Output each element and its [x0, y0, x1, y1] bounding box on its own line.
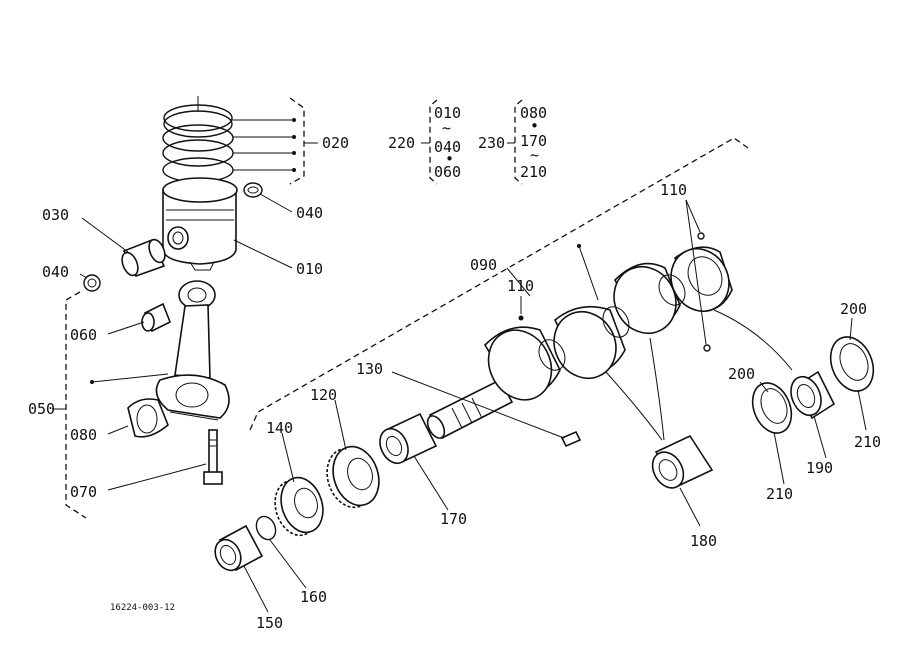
- thrust-washer-right: [829, 336, 875, 392]
- piston-rings: [162, 96, 318, 185]
- label-190: 190: [806, 459, 833, 477]
- label-230-bottom: 210: [520, 163, 547, 181]
- label-200-left: 200: [728, 365, 755, 383]
- label-080: 080: [70, 426, 97, 444]
- label-010: 010: [296, 260, 323, 278]
- rod-bolt: [203, 429, 223, 485]
- label-020: 020: [322, 134, 349, 152]
- label-050: 050: [28, 400, 55, 418]
- bushing: [141, 302, 172, 333]
- o-ring: [255, 515, 277, 541]
- label-060: 060: [70, 326, 97, 344]
- crankshaft: [426, 246, 733, 440]
- piston: [162, 177, 238, 271]
- label-040-lower: 040: [42, 263, 69, 281]
- circlip-upper: [243, 182, 263, 198]
- crank-gear: [326, 445, 380, 509]
- bearing-case: [790, 370, 836, 420]
- label-070: 070: [70, 483, 97, 501]
- label-180: 180: [690, 532, 717, 550]
- connecting-rod: [155, 280, 230, 421]
- rod-bearing: [127, 398, 169, 438]
- label-230-dot: •: [530, 117, 539, 135]
- label-200-right: 200: [840, 300, 867, 318]
- label-040-upper: 040: [296, 204, 323, 222]
- label-110-left: 110: [507, 277, 534, 295]
- front-collar: [214, 524, 264, 572]
- group-230: 230 080 • 170 ~ 210: [478, 99, 547, 185]
- label-220-bottom: 060: [434, 163, 461, 181]
- gear: [274, 476, 324, 537]
- label-220: 220: [388, 134, 415, 152]
- label-220-mid: 040: [434, 138, 461, 156]
- label-210-left: 210: [766, 485, 793, 503]
- label-110-right: 110: [660, 181, 687, 199]
- label-030: 030: [42, 206, 69, 224]
- label-220-dot: •: [445, 150, 454, 168]
- label-220-range: ~: [442, 119, 451, 137]
- label-130: 130: [356, 360, 383, 378]
- label-150: 150: [256, 614, 283, 632]
- label-120: 120: [310, 386, 337, 404]
- piston-pin: [121, 238, 166, 277]
- label-170: 170: [440, 510, 467, 528]
- label-230-range: ~: [530, 146, 539, 164]
- group-220: 220 010 ~ 040 • 060: [388, 99, 461, 185]
- circlip-lower: [83, 274, 101, 292]
- woodruff-key: [560, 430, 582, 448]
- label-140: 140: [266, 419, 293, 437]
- label-230-top: 080: [520, 104, 547, 122]
- label-210-right: 210: [854, 433, 881, 451]
- label-230: 230: [478, 134, 505, 152]
- label-230-mid: 170: [520, 132, 547, 150]
- collar: [379, 412, 438, 465]
- label-090: 090: [470, 256, 497, 274]
- label-160: 160: [300, 588, 327, 606]
- plugs: [518, 199, 711, 352]
- main-bearing: [651, 434, 714, 489]
- thrust-washer-left: [751, 382, 793, 434]
- label-220-top: 010: [434, 104, 461, 122]
- figure-code: 16224-003-12: [110, 603, 175, 613]
